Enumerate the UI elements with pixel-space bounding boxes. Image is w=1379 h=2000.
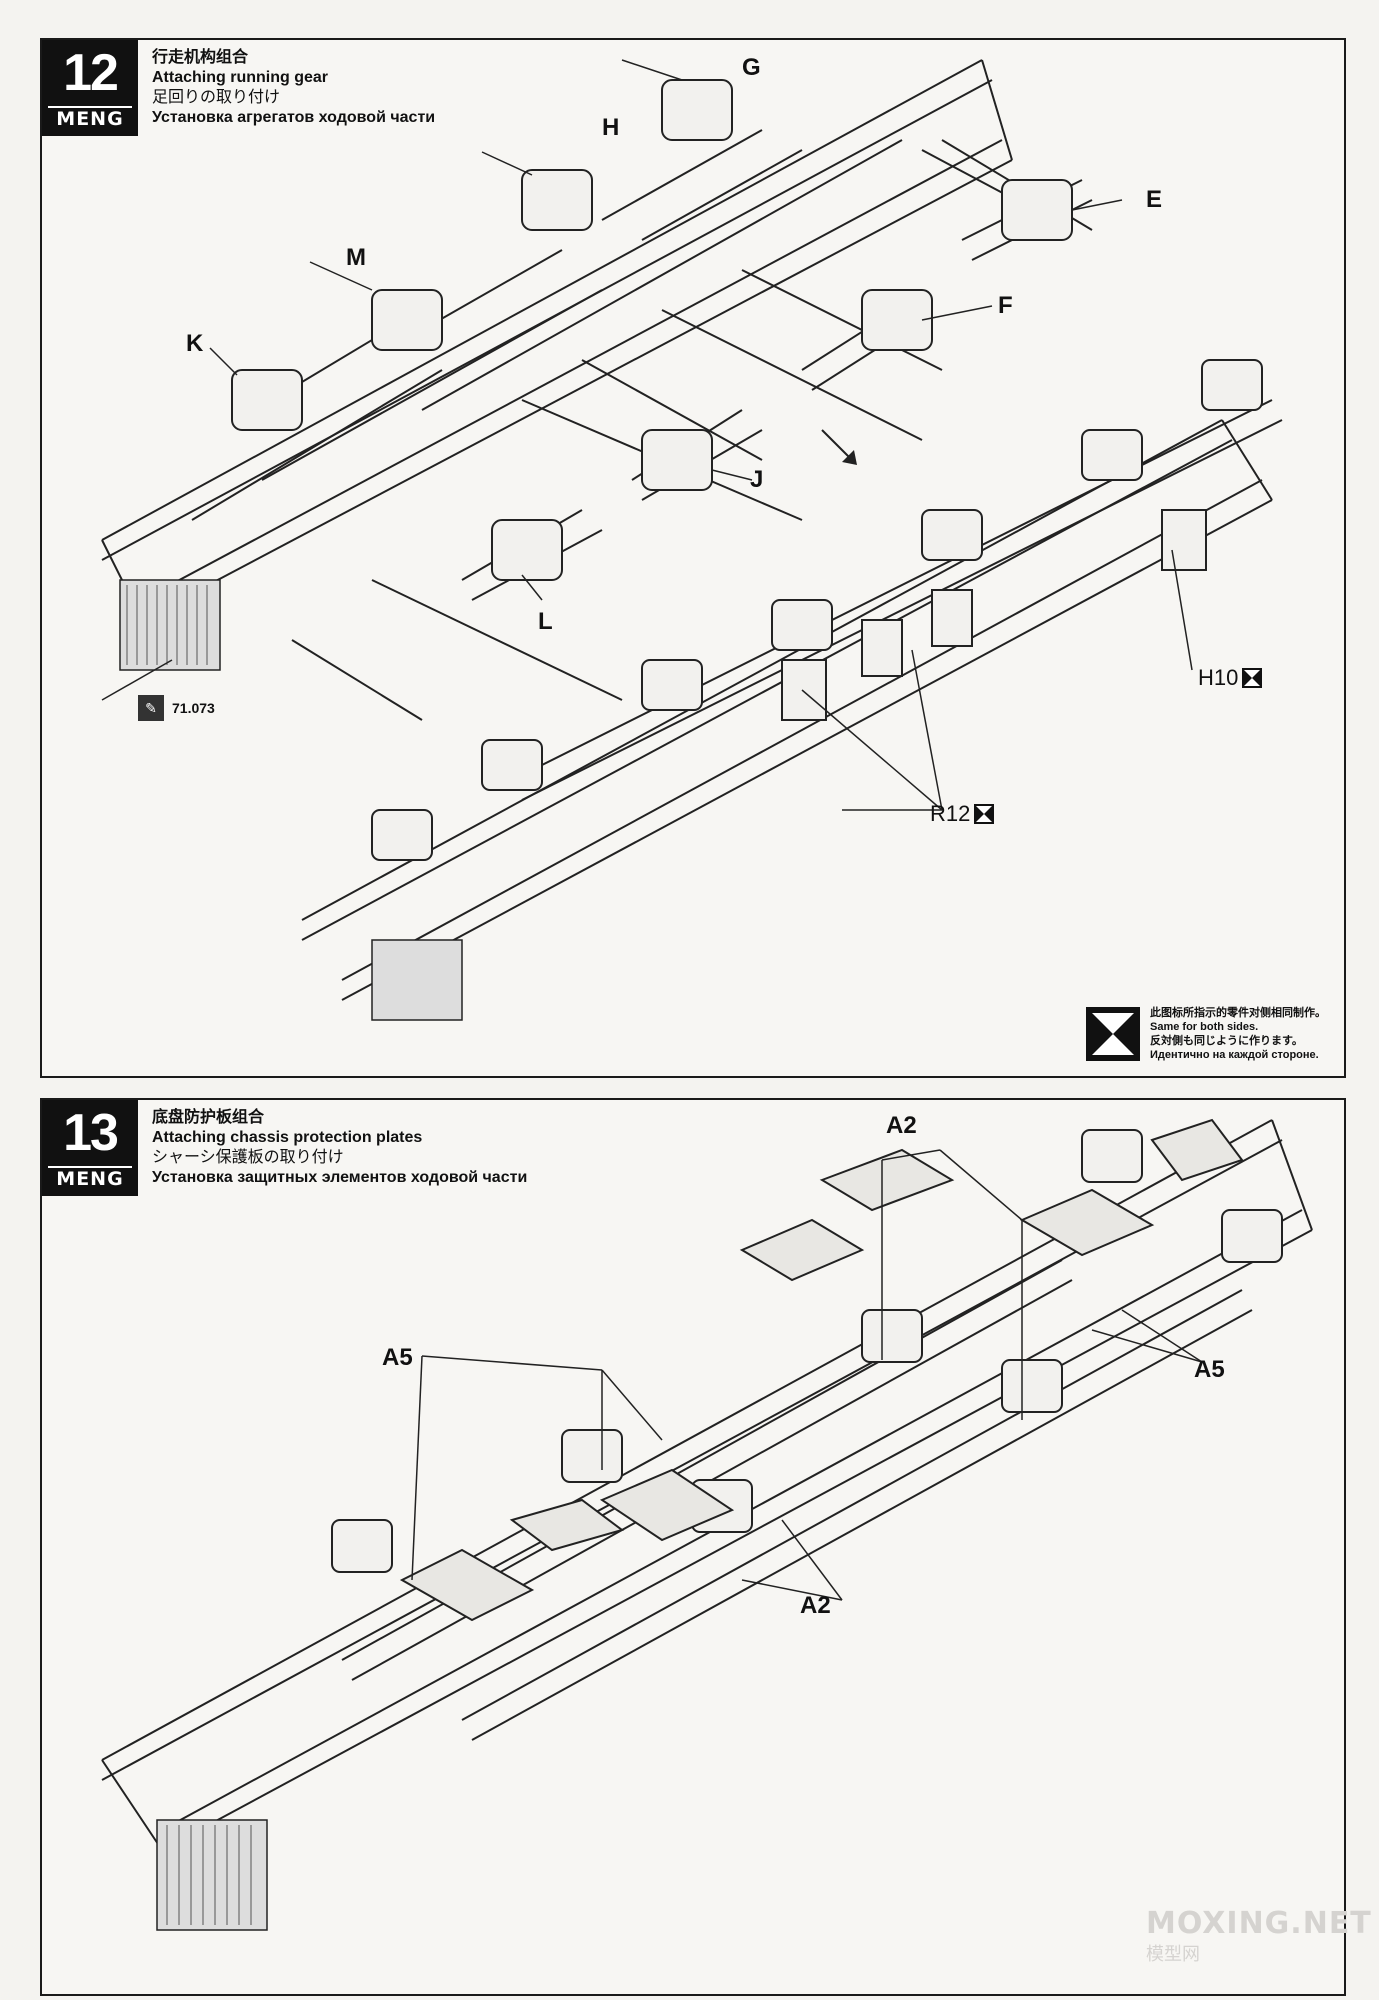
callout-G: G — [742, 54, 761, 81]
title-cn: 行走机构组合 — [152, 49, 249, 66]
callout-H: H — [602, 114, 620, 141]
step-number: 12 — [63, 44, 119, 102]
step-13-badge: 13 MENG — [42, 1100, 138, 1196]
step-number: 13 — [63, 1104, 119, 1162]
callout-M: M — [346, 244, 366, 271]
legend-cn: 此图标所指示的零件对侧相同制作。 — [1150, 1007, 1326, 1019]
step-12-badge: 12 MENG — [42, 40, 138, 136]
title-jp: 足回りの取り付け — [152, 89, 281, 106]
callout-A5-right: A5 — [1194, 1356, 1225, 1383]
title-en: Attaching running gear — [152, 69, 328, 86]
partref-H10: H10 — [1198, 665, 1263, 690]
callout-F: F — [998, 292, 1013, 319]
site-watermark-sub: 模型网 — [1146, 1944, 1200, 1964]
legend-ru: Идентично на каждой стороне. — [1150, 1049, 1319, 1061]
title-cn: 底盘防护板组合 — [152, 1109, 265, 1126]
title-en: Attaching chassis protection plates — [152, 1129, 423, 1146]
brush-icon: ✎ — [138, 695, 164, 721]
arrow-icon — [821, 429, 857, 465]
callout-E: E — [1146, 186, 1163, 213]
callout-L: L — [538, 608, 553, 635]
partref-H10-label: H10 — [1198, 665, 1239, 690]
step-12-titles: 行走机构组合 Attaching running gear 足回りの取り付け У… — [152, 48, 435, 128]
callout-A5-left: A5 — [382, 1344, 413, 1371]
step-12-panel: 12 MENG 行走机构组合 Attaching running gear 足回… — [40, 38, 1346, 1078]
legend-jp: 反対側も同じように作ります。 — [1150, 1035, 1303, 1047]
step-13-titles: 底盘防护板组合 Attaching chassis protection pla… — [152, 1108, 527, 1188]
callout-K: K — [186, 330, 204, 357]
step-13-panel: 13 MENG 底盘防护板组合 Attaching chassis protec… — [40, 1098, 1346, 1996]
hourglass-icon — [1242, 668, 1263, 688]
partref-R12: R12 — [930, 801, 995, 826]
legend-same-both-sides: 此图标所指示的零件对侧相同制作。 Same for both sides. 反対… — [1086, 1006, 1326, 1062]
callout-A2-top: A2 — [886, 1112, 917, 1139]
partref-R12-label: R12 — [930, 801, 971, 826]
title-ru: Установка защитных элементов ходовой час… — [152, 1169, 528, 1186]
callout-A2-bottom: A2 — [800, 1592, 831, 1619]
paint-code: 71.073 — [172, 700, 215, 716]
paint-reference: ✎ 71.073 — [138, 695, 215, 721]
site-watermark: MOXING.NET — [1146, 1906, 1372, 1941]
hourglass-icon — [974, 804, 995, 824]
hourglass-icon — [1086, 1007, 1140, 1061]
chassis-drawing-13 — [101, 1118, 1313, 1931]
title-ru: Установка агрегатов ходовой части — [152, 109, 436, 126]
chassis-drawing-12 — [101, 59, 1283, 1021]
brand-logo: MENG — [48, 106, 132, 130]
title-jp: シャーシ保護板の取り付け — [152, 1149, 344, 1166]
callout-J: J — [750, 466, 764, 493]
legend-en: Same for both sides. — [1150, 1021, 1259, 1033]
brand-logo: MENG — [48, 1166, 132, 1190]
